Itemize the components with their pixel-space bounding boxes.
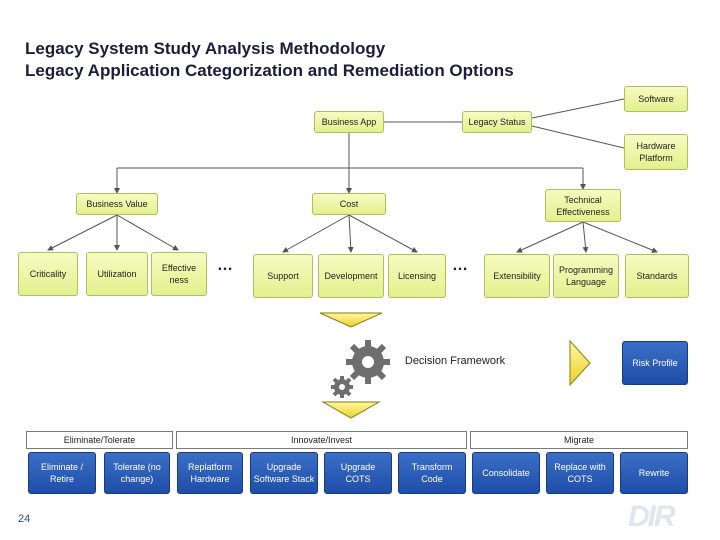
- hardware-platform-box: Hardware Platform: [624, 134, 688, 170]
- criticality-box: Criticality: [18, 252, 78, 296]
- development-box: Development: [318, 254, 384, 298]
- eliminate-retire-box: Eliminate / Retire: [28, 452, 96, 494]
- legacy-status-box: Legacy Status: [462, 111, 532, 133]
- migrate-header: Migrate: [470, 431, 688, 449]
- gear-icon: [331, 340, 390, 398]
- slide-title-line1: Legacy System Study Analysis Methodology: [25, 39, 386, 58]
- eliminate-tolerate-header: Eliminate/Tolerate: [26, 431, 173, 449]
- business-app-box: Business App: [314, 111, 384, 133]
- extensibility-box: Extensibility: [484, 254, 550, 298]
- technical-effectiveness-box: Technical Effectiveness: [545, 189, 621, 222]
- licensing-box: Licensing: [388, 254, 446, 298]
- right-arrow-icon: [569, 339, 591, 387]
- upgrade-cots-box: Upgrade COTS: [324, 452, 392, 494]
- standards-box: Standards: [625, 254, 689, 298]
- logo-watermark: DIR: [628, 500, 676, 533]
- tolerate-no-change-box: Tolerate (no change): [104, 452, 170, 494]
- programming-language-box: Programming Language: [553, 254, 619, 298]
- utilization-box: Utilization: [86, 252, 148, 296]
- replatform-hardware-box: Replatform Hardware: [177, 452, 243, 494]
- consolidate-box: Consolidate: [472, 452, 540, 494]
- innovate-invest-header: Innovate/Invest: [176, 431, 467, 449]
- slide-title-line2: Legacy Application Categorization and Re…: [25, 61, 514, 80]
- rewrite-box: Rewrite: [620, 452, 688, 494]
- replace-with-cots-box: Replace with COTS: [546, 452, 614, 494]
- business-value-box: Business Value: [76, 193, 158, 215]
- decision-framework-label: Decision Framework: [404, 355, 506, 367]
- cost-box: Cost: [312, 193, 386, 215]
- down-arrow-icon: [319, 312, 383, 419]
- support-box: Support: [253, 254, 313, 298]
- upgrade-software-stack-box: Upgrade Software Stack: [250, 452, 318, 494]
- page-number: 24: [18, 513, 31, 525]
- transform-code-box: Transform Code: [398, 452, 466, 494]
- ellipsis-2: …: [452, 257, 468, 274]
- software-box: Software: [624, 86, 688, 112]
- effectiveness-box: Effective ness: [151, 252, 207, 296]
- ellipsis-1: …: [217, 257, 233, 274]
- risk-profile-box: Risk Profile: [622, 341, 688, 385]
